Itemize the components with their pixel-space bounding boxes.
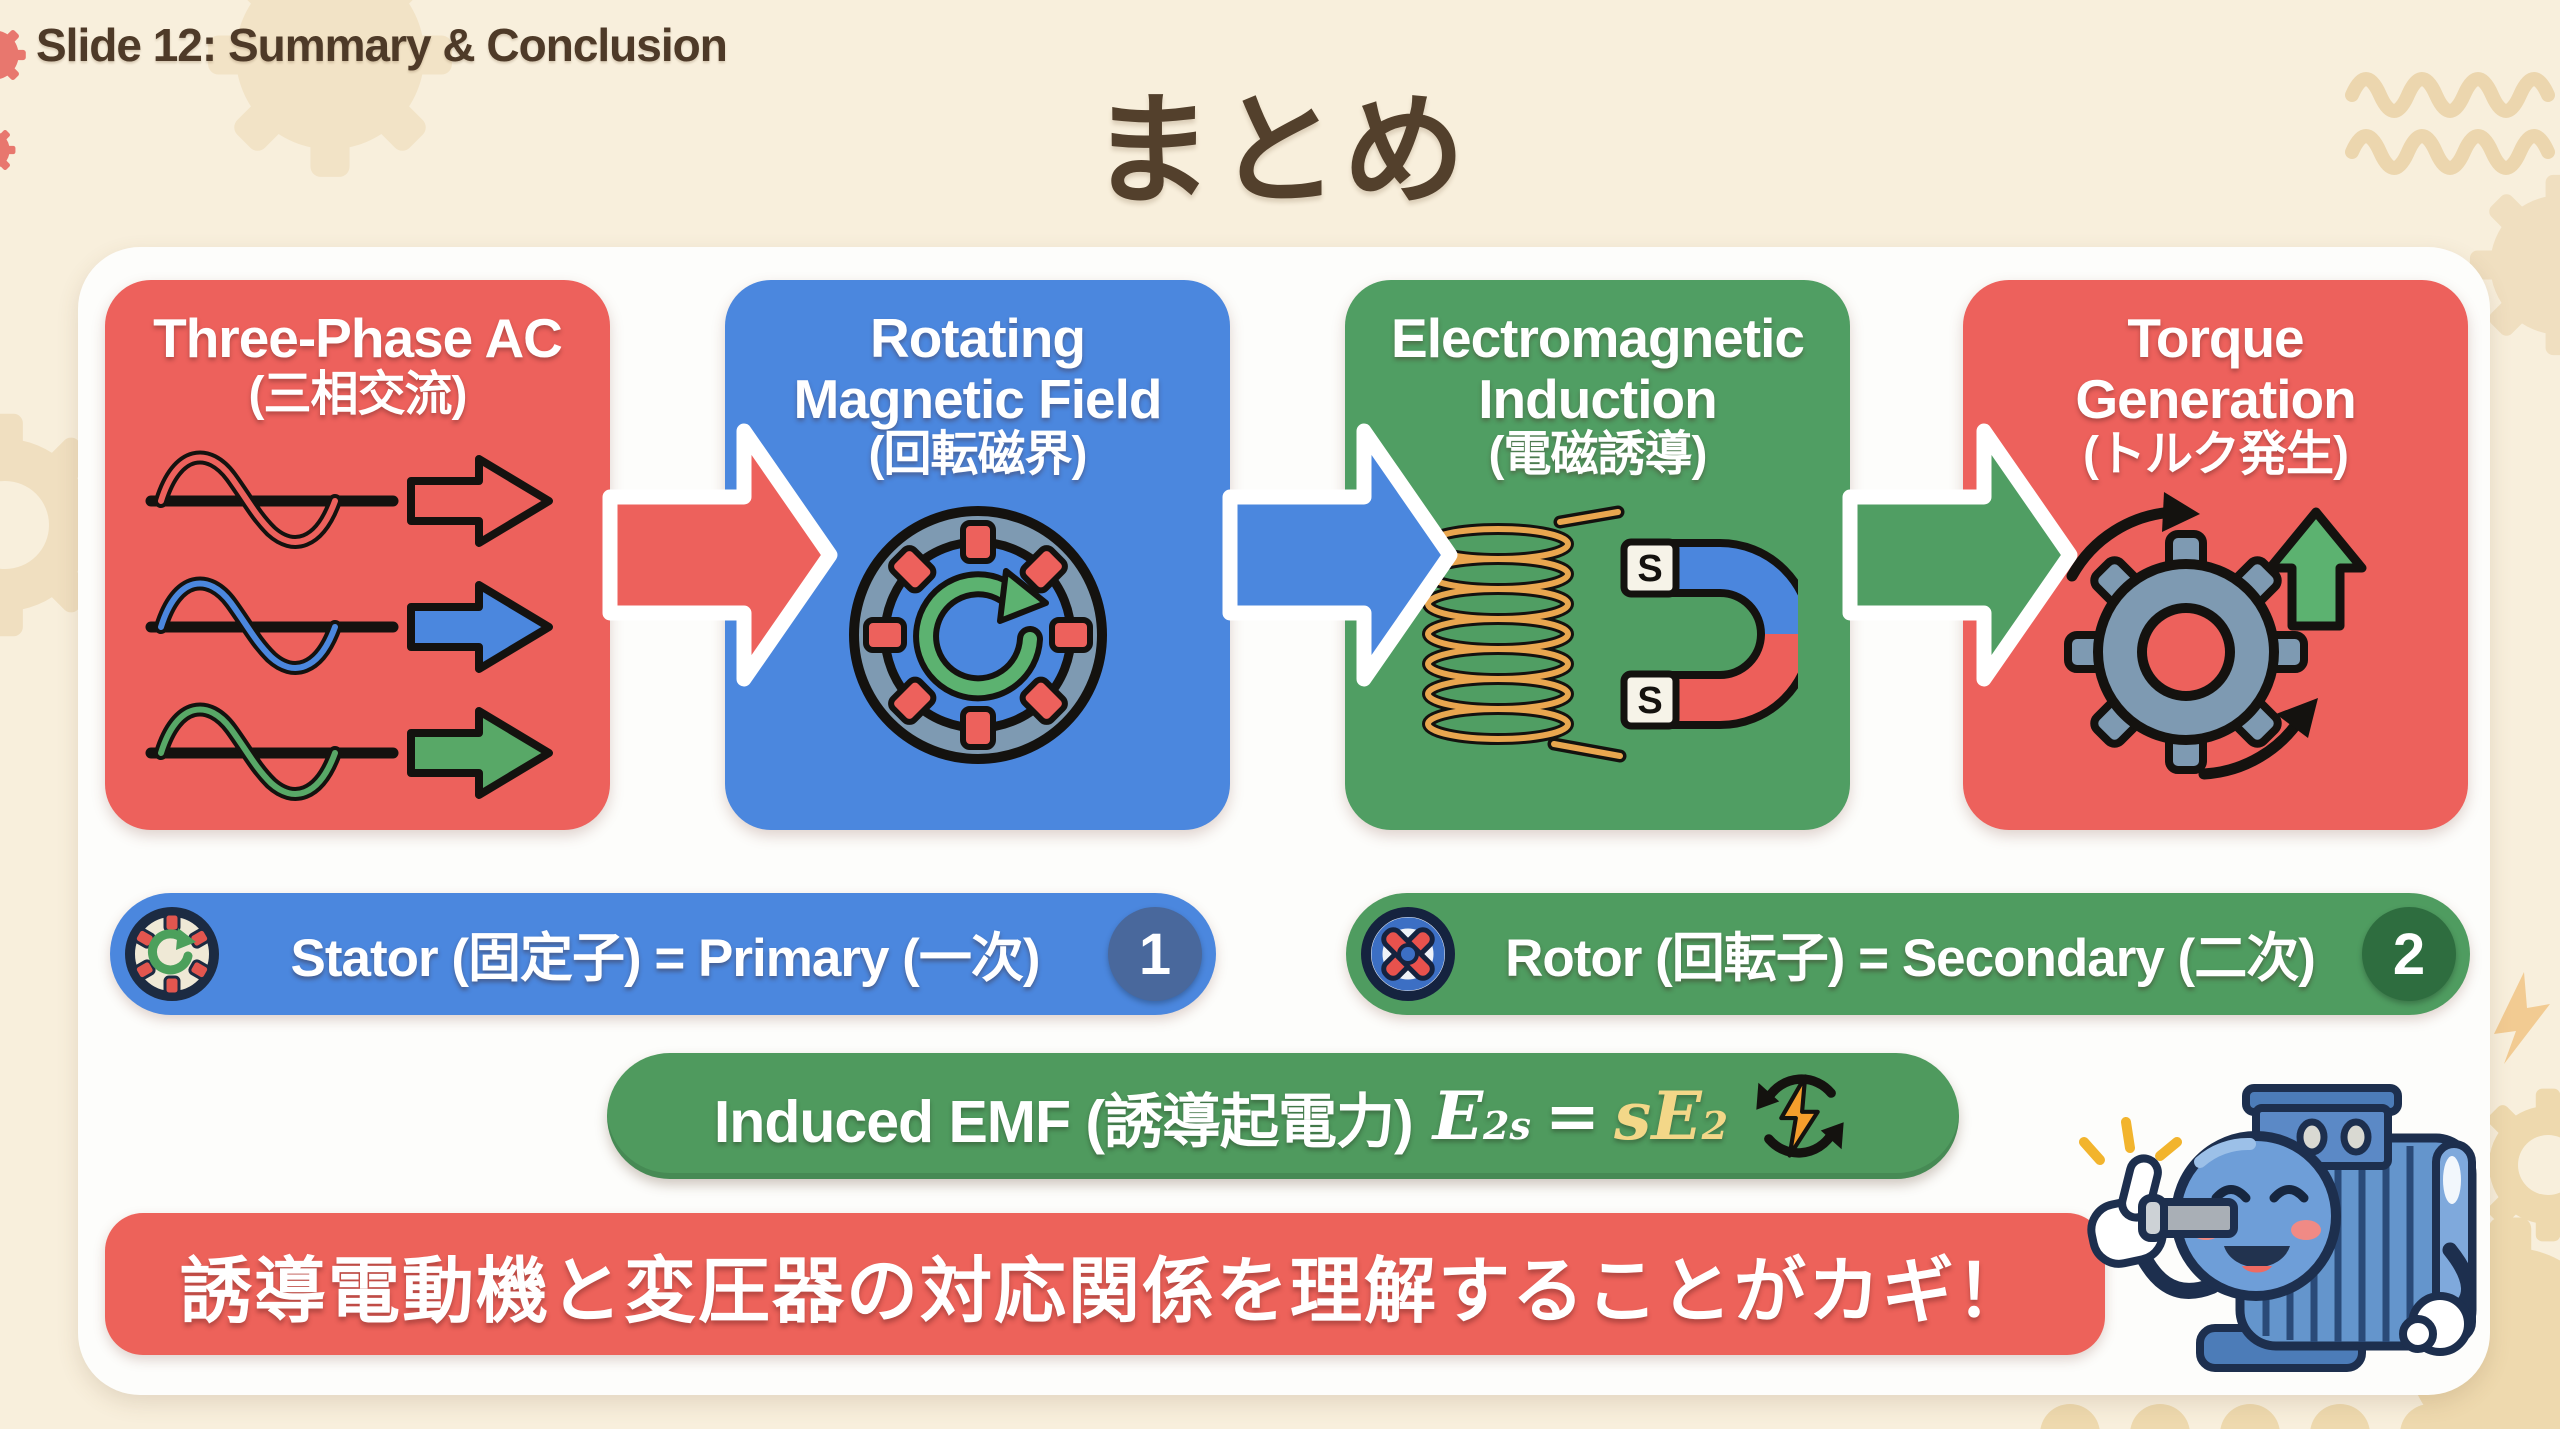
page-title: まとめ xyxy=(1091,83,1469,219)
step-title-line: Generation xyxy=(2075,367,2356,430)
step-title-line: Three-Phase AC xyxy=(153,307,563,369)
gear-rotation-icon xyxy=(2063,491,2366,780)
gear-icon xyxy=(2377,174,2560,1429)
formula-rhs-sub: 2 xyxy=(1701,1103,1729,1148)
bolt-eye xyxy=(2296,1118,2328,1156)
emf-label: Induced EMF (誘導起電力) xyxy=(713,1088,1414,1155)
step-title-line: (三相交流) xyxy=(248,367,468,421)
magnet-pole-label-bottom: S xyxy=(1637,680,1662,722)
flow-step-rotating-magnetic-field: Rotating Magnetic Field (回転磁界) xyxy=(725,280,1230,830)
mascot-face xyxy=(2171,1131,2341,1301)
bottom-blob-deco xyxy=(2040,1404,2460,1429)
step-title-line: (回転磁界) xyxy=(868,428,1088,481)
flow-arrow-1 xyxy=(602,423,838,687)
lightning-icon xyxy=(2494,972,2550,1064)
step-title-line: Torque xyxy=(2127,307,2304,369)
fist-glove xyxy=(2399,1292,2472,1356)
slide-label: Slide 12: Summary & Conclusion xyxy=(36,19,728,71)
formula-lhs-sub: 2s xyxy=(1483,1103,1531,1148)
step-title-line: (電磁誘導) xyxy=(1488,428,1708,481)
lightning-cycle-icon xyxy=(1756,1074,1844,1158)
step-title-line: Magnetic Field xyxy=(793,367,1163,430)
motor-mascot xyxy=(2079,1084,2477,1372)
formula-equals: = xyxy=(1544,1077,1601,1155)
magnet-pole-label-top: S xyxy=(1637,548,1662,590)
bolt-eye xyxy=(2340,1118,2372,1156)
step-title-line: (トルク発生) xyxy=(2083,428,2349,481)
stator-icon xyxy=(125,907,219,1001)
mapping-rotor-pill: Rotor (回転子) = Secondary (二次) 2 xyxy=(1346,893,2470,1015)
zigzag-wave-icon xyxy=(2345,72,2555,175)
stator-ring-icon xyxy=(848,505,1107,764)
flow-arrow-2 xyxy=(1222,423,1458,687)
three-phase-waves-icon xyxy=(145,450,553,802)
stator-mapping-label: Stator (固定子) = Primary (一次) xyxy=(290,929,1041,988)
number-badge-2: 2 xyxy=(2362,907,2456,1001)
flow-step-three-phase-ac: Three-Phase AC (三相交流) xyxy=(105,280,610,830)
step-title: Electromagnetic Induction (電磁誘導) xyxy=(1345,308,1850,482)
step-title-line: Electromagnetic xyxy=(1391,307,1805,369)
rotor-icon xyxy=(1361,907,1455,1001)
step-title-line: Rotating xyxy=(869,307,1086,369)
number-badge-1: 1 xyxy=(1108,907,1202,1001)
step-title: Rotating Magnetic Field (回転磁界) xyxy=(725,308,1230,482)
step-title: Three-Phase AC (三相交流) xyxy=(105,308,610,421)
formula-rhs-coef: s xyxy=(1614,1077,1652,1155)
content-card: Three-Phase AC (三相交流) xyxy=(78,247,2490,1395)
motor-shaft xyxy=(2138,1194,2238,1242)
up-arrow-icon xyxy=(2265,507,2366,631)
formula-rhs: E xyxy=(1651,1077,1702,1155)
flow-arrow-3 xyxy=(1842,423,2078,687)
mapping-stator-pill: Stator (固定子) = Primary (一次) 1 xyxy=(110,893,1216,1015)
formula-lhs: E xyxy=(1432,1077,1483,1155)
key-message-text: 誘導電動機と変圧器の対応関係を理解することがカギ！ xyxy=(179,1251,2030,1332)
sparkle-lines xyxy=(2079,1117,2182,1165)
key-message-banner: 誘導電動機と変圧器の対応関係を理解することがカギ！ xyxy=(105,1213,2105,1355)
step-title-line: Induction xyxy=(1478,367,1717,430)
step-title: Torque Generation (トルク発生) xyxy=(1963,308,2468,482)
rotor-mapping-label: Rotor (回転子) = Secondary (二次) xyxy=(1505,929,2316,988)
horseshoe-magnet-icon: S S xyxy=(1620,538,1798,730)
